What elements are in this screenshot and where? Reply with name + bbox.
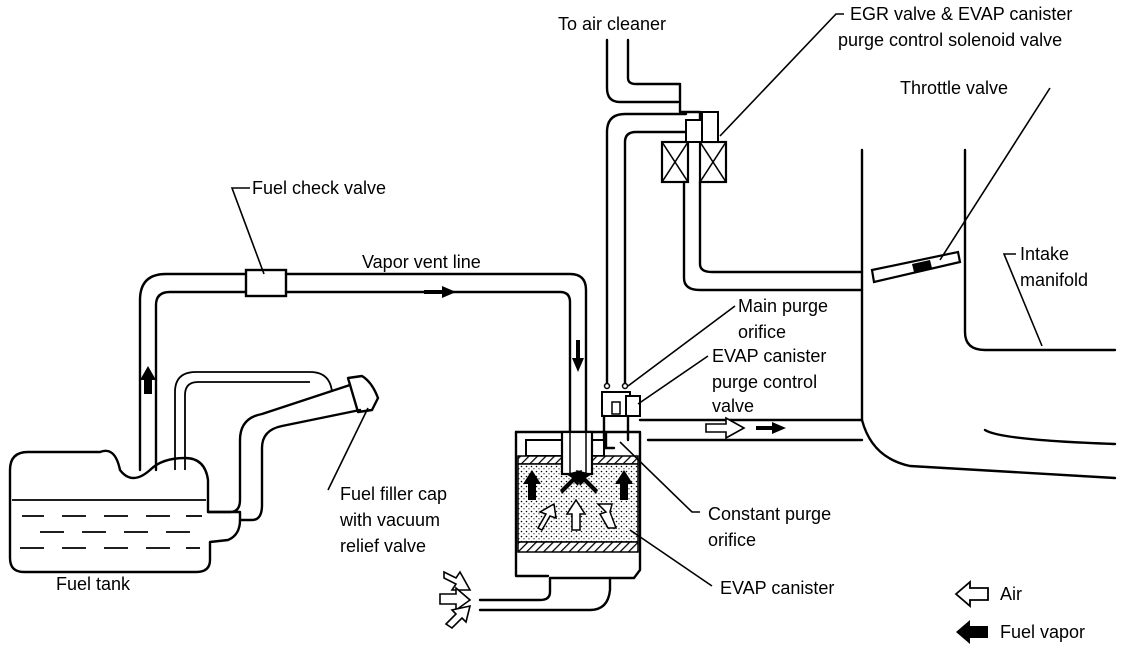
egr-evap-solenoid-valve xyxy=(660,111,728,184)
label-to-air-cleaner: To air cleaner xyxy=(558,14,666,34)
air-cleaner-line xyxy=(605,38,702,388)
solenoid-to-intake-line xyxy=(682,180,864,292)
evap-canister xyxy=(478,430,642,602)
fuel-check-valve xyxy=(244,268,288,298)
fuel-filler-cap xyxy=(346,374,380,414)
legend-air: Air xyxy=(1000,584,1022,604)
label-evap-canister: EVAP canister xyxy=(720,578,834,598)
label-filler-cap-2: with vacuum xyxy=(339,510,440,530)
leader-lines xyxy=(230,13,1051,587)
label-egr-valve: EGR valve & EVAP canister xyxy=(850,4,1072,24)
label-purge-ctrl-3: valve xyxy=(712,396,754,416)
label-constant-purge: Constant purge xyxy=(708,504,831,524)
label-vapor-vent-line: Vapor vent line xyxy=(362,252,481,272)
legend-fuel-vapor: Fuel vapor xyxy=(1000,622,1085,642)
label-manifold: manifold xyxy=(1020,270,1088,290)
label-main-purge-orifice: orifice xyxy=(738,322,786,342)
intake-manifold xyxy=(638,148,1117,480)
label-filler-cap-3: relief valve xyxy=(340,536,426,556)
label-constant-purge-orifice: orifice xyxy=(708,530,756,550)
vapor-vent-line xyxy=(138,268,588,472)
canister-air-inlet-line xyxy=(478,576,612,612)
label-intake: Intake xyxy=(1020,244,1069,264)
label-purge-ctrl-2: purge control xyxy=(712,372,817,392)
label-fuel-check-valve: Fuel check valve xyxy=(252,178,386,198)
label-purge-ctrl-1: EVAP canister xyxy=(712,346,826,366)
throttle-valve xyxy=(870,250,962,284)
fuel-tank xyxy=(8,371,333,574)
purge-control-valve xyxy=(601,382,641,452)
label-fuel-tank: Fuel tank xyxy=(56,574,131,594)
label-filler-cap-1: Fuel filler cap xyxy=(340,484,447,504)
label-purge-solenoid: purge control solenoid valve xyxy=(838,30,1062,50)
fuel-vapor-arrow-icon xyxy=(956,620,988,644)
label-throttle-valve: Throttle valve xyxy=(900,78,1008,98)
legend: Air Fuel vapor xyxy=(954,580,1085,644)
flow-arrows xyxy=(140,286,786,630)
label-main-purge: Main purge xyxy=(738,296,828,316)
fuel-filler-neck xyxy=(206,374,380,522)
air-arrow-icon xyxy=(954,580,989,608)
